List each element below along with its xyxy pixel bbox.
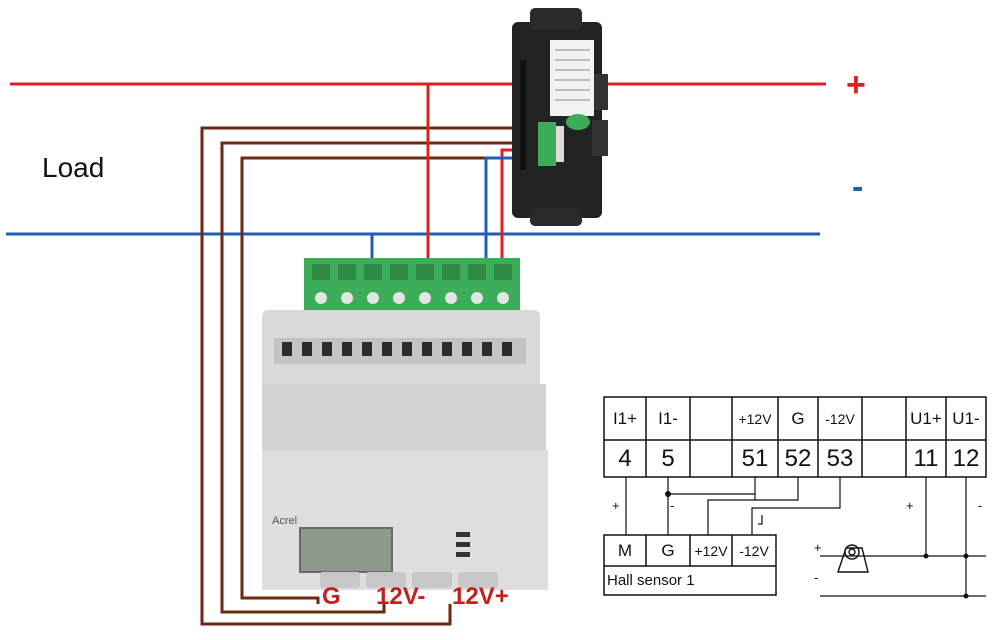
table-header-cell: I1- xyxy=(658,408,678,428)
positive-terminal-label: + xyxy=(846,66,866,104)
signal-mark: - xyxy=(670,498,675,513)
hall-pin-cell: +12V xyxy=(694,542,728,559)
meter-device: Acrel xyxy=(262,258,548,590)
meter-terminal-12v-plus-label: 12V+ xyxy=(452,583,509,610)
signal-wire-middle xyxy=(220,141,540,614)
signal-mark: - xyxy=(814,570,819,585)
meter-terminal-block xyxy=(304,258,520,310)
table-header-cell: +12V xyxy=(738,410,772,427)
junction-dot xyxy=(963,553,969,559)
load-label: Load xyxy=(42,152,105,183)
table-number-cell: 11 xyxy=(913,444,939,472)
current-sensor-symbol-icon xyxy=(837,544,869,573)
schematic-wiring xyxy=(625,477,986,597)
signal-mark: + xyxy=(906,498,914,513)
hall-pin-cell: -12V xyxy=(739,542,769,559)
terminal-table-grid xyxy=(603,396,987,478)
signal-wire-outer xyxy=(200,126,540,626)
table-header-cell: I1+ xyxy=(612,408,638,428)
hall-sensor-name: Hall sensor 1 xyxy=(607,572,695,589)
signal-mark: - xyxy=(978,498,983,513)
sensor-terminal-block xyxy=(538,122,556,166)
table-header-cell: -12V xyxy=(825,410,855,427)
junction-dot xyxy=(923,553,929,559)
meter-lcd-screen xyxy=(299,527,393,573)
table-header-cell xyxy=(690,397,732,440)
table-number-cell: 5 xyxy=(661,444,675,472)
negative-terminal-label: - xyxy=(852,168,864,206)
table-number-cell xyxy=(862,440,906,477)
signal-mark: + xyxy=(612,498,620,513)
hall-pin-cell: G xyxy=(661,540,675,560)
hall-sensor-device xyxy=(512,8,608,226)
table-number-cell: 12 xyxy=(952,444,980,472)
table-header-cell: U1- xyxy=(952,408,980,428)
signal-mark: + xyxy=(814,540,822,555)
junction-dot xyxy=(665,491,671,497)
table-number-cell: 4 xyxy=(618,444,632,472)
hall-sensor-box xyxy=(603,534,777,596)
table-number-cell: 53 xyxy=(826,444,854,472)
table-number-cell: 51 xyxy=(741,444,769,472)
hall-pin-cell: M xyxy=(617,540,633,560)
signal-wire-inner xyxy=(240,156,540,604)
meter-terminal-g-label: G xyxy=(322,583,341,610)
junction-dot xyxy=(963,593,969,599)
table-number-cell xyxy=(690,440,732,477)
table-number-cell: 52 xyxy=(784,444,812,472)
meter-brand-logo: Acrel xyxy=(272,515,297,527)
meter-terminal-12v-minus-label: 12V- xyxy=(376,583,426,610)
table-header-cell: G xyxy=(791,408,805,428)
table-header-cell: U1+ xyxy=(910,408,942,428)
table-header-cell xyxy=(862,397,906,440)
